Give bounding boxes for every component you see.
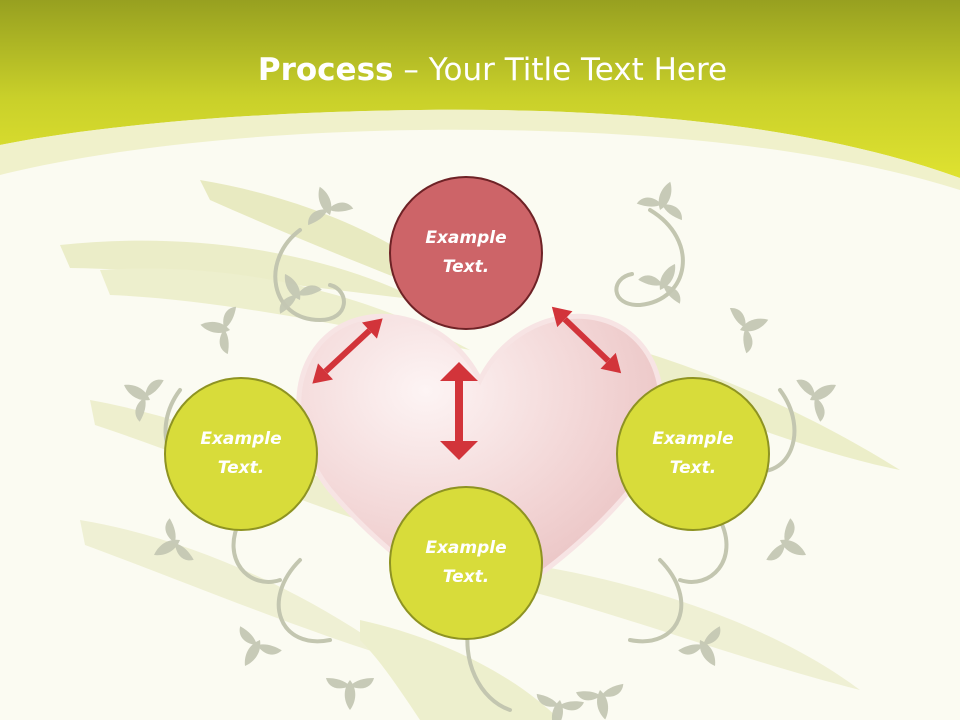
slide-title: Process – Your Title Text Here <box>0 52 960 88</box>
node-text-line1: Example <box>425 538 507 558</box>
node-text-line2: Text. <box>669 458 717 478</box>
title-rest: – Your Title Text Here <box>393 52 728 88</box>
node-text-line2: Text. <box>217 458 265 478</box>
process-node-right: Example Text. <box>616 377 770 531</box>
node-text-line1: Example <box>652 429 734 449</box>
process-node-left: Example Text. <box>164 377 318 531</box>
header-swoosh <box>0 109 960 190</box>
arrow-top-left <box>312 318 383 384</box>
node-text-line1: Example <box>425 228 507 248</box>
node-text-line1: Example <box>200 429 282 449</box>
process-node-top: Example Text. <box>389 176 543 330</box>
node-text-line2: Text. <box>442 257 490 277</box>
title-bold: Process <box>257 52 394 88</box>
process-node-bottom: Example Text. <box>389 486 543 640</box>
arrow-vertical <box>440 362 478 460</box>
node-text-line2: Text. <box>442 567 490 587</box>
arrow-top-right <box>551 306 622 374</box>
header-band <box>0 0 960 178</box>
arrows <box>312 306 622 460</box>
